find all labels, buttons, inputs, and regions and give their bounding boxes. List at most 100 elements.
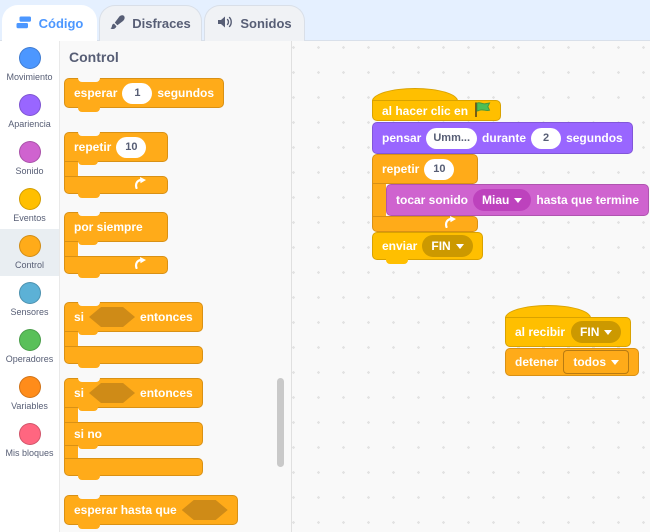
category-dot-movimiento bbox=[18, 47, 41, 69]
block-when-receive[interactable]: al recibir FIN bbox=[505, 305, 632, 347]
tab-sounds[interactable]: Sonidos bbox=[204, 5, 305, 41]
block-label: pensar bbox=[382, 131, 422, 145]
block-label: si no bbox=[74, 427, 103, 441]
block-label: segundos bbox=[157, 86, 215, 100]
receive-dropdown-value: FIN bbox=[580, 325, 600, 339]
category-dot-operadores bbox=[18, 329, 41, 351]
category-label: Sensores bbox=[10, 307, 49, 317]
loop-arrow-icon bbox=[444, 215, 457, 233]
category-dot-variables bbox=[18, 376, 41, 398]
repeat-arm bbox=[372, 216, 478, 232]
block-play-sound-until-done[interactable]: tocar sonido Miau hasta que termine bbox=[386, 184, 650, 216]
think-duration-input[interactable]: 2 bbox=[531, 127, 562, 149]
category-operadores[interactable]: Operadores bbox=[0, 323, 59, 370]
code-blocks-icon bbox=[16, 16, 32, 32]
sound-dropdown-value: Miau bbox=[482, 193, 510, 207]
block-think[interactable]: pensar Umm... durante 2 segundos bbox=[372, 122, 633, 154]
category-control[interactable]: Control bbox=[0, 229, 59, 276]
tab-bar: Código Disfraces Sonidos bbox=[0, 0, 650, 41]
repeat-count-input[interactable]: 10 bbox=[116, 136, 147, 158]
script-canvas[interactable]: al hacer clic en pensar Umm... durante 2… bbox=[292, 41, 650, 532]
category-eventos[interactable]: Eventos bbox=[0, 182, 59, 229]
block-stop[interactable]: detener todos bbox=[505, 348, 640, 376]
palette-header: Control bbox=[69, 49, 119, 65]
think-text-input[interactable]: Umm... bbox=[426, 127, 478, 149]
block-label: si bbox=[74, 386, 85, 400]
category-label: Control bbox=[14, 260, 44, 270]
broadcast-dropdown[interactable]: FIN bbox=[422, 235, 473, 257]
broadcast-dropdown-value: FIN bbox=[431, 239, 451, 253]
repeat-count-input[interactable]: 10 bbox=[424, 158, 455, 180]
block-label: si bbox=[74, 310, 85, 324]
green-flag-icon bbox=[474, 101, 491, 120]
block-label: detener bbox=[515, 355, 559, 369]
category-dot-mis-bloques bbox=[18, 423, 41, 445]
dropdown-caret-icon bbox=[455, 243, 464, 249]
speaker-icon bbox=[217, 15, 233, 32]
category-label: Mis bloques bbox=[5, 448, 54, 458]
category-label: Variables bbox=[11, 401, 48, 411]
receive-dropdown[interactable]: FIN bbox=[571, 321, 622, 343]
category-movimiento[interactable]: Movimiento bbox=[0, 41, 59, 88]
block-label: hasta que termine bbox=[536, 193, 640, 207]
dropdown-caret-icon bbox=[611, 359, 620, 365]
category-sonido[interactable]: Sonido bbox=[0, 135, 59, 182]
block-label: al recibir bbox=[515, 325, 566, 339]
block-repeat[interactable]: repetir 10 bbox=[372, 154, 478, 184]
sound-dropdown[interactable]: Miau bbox=[473, 189, 532, 211]
block-label: entonces bbox=[140, 310, 193, 324]
palette-block-if[interactable]: si entonces bbox=[64, 302, 203, 368]
block-label: durante bbox=[482, 131, 527, 145]
tab-costumes[interactable]: Disfraces bbox=[99, 5, 202, 41]
category-mis-bloques[interactable]: Mis bloques bbox=[0, 417, 59, 464]
category-dot-sensores bbox=[18, 282, 41, 304]
category-dot-eventos bbox=[18, 188, 41, 210]
block-broadcast[interactable]: enviar FIN bbox=[372, 232, 483, 264]
block-label: por siempre bbox=[74, 220, 143, 234]
block-label: esperar hasta que bbox=[74, 503, 177, 517]
category-dot-apariencia bbox=[18, 94, 41, 116]
category-variables[interactable]: Variables bbox=[0, 370, 59, 417]
block-label: tocar sonido bbox=[396, 193, 469, 207]
palette-scrollbar[interactable] bbox=[277, 378, 284, 467]
tab-costumes-label: Disfraces bbox=[132, 16, 191, 31]
paintbrush-icon bbox=[110, 14, 125, 33]
block-label: entonces bbox=[140, 386, 193, 400]
repeat-spine bbox=[372, 184, 386, 216]
block-when-flag-clicked[interactable]: al hacer clic en bbox=[372, 88, 502, 121]
block-palette: Control esperar 1 segundos repetir 10 po… bbox=[60, 41, 292, 532]
category-apariencia[interactable]: Apariencia bbox=[0, 88, 59, 135]
stop-dropdown[interactable]: todos bbox=[563, 350, 630, 374]
palette-block-repeat[interactable]: repetir 10 bbox=[64, 132, 168, 198]
dropdown-caret-icon bbox=[514, 197, 523, 203]
block-label: repetir bbox=[74, 140, 112, 154]
category-label: Sonido bbox=[15, 166, 44, 176]
block-label: al hacer clic en bbox=[382, 103, 469, 118]
palette-block-wait[interactable]: esperar 1 segundos bbox=[64, 78, 225, 112]
boolean-slot[interactable] bbox=[89, 307, 135, 327]
tab-code[interactable]: Código bbox=[2, 5, 97, 41]
block-label: repetir bbox=[382, 162, 420, 176]
boolean-slot[interactable] bbox=[89, 383, 135, 403]
stop-dropdown-value: todos bbox=[573, 355, 607, 369]
category-sidebar: Movimiento Apariencia Sonido Eventos Con… bbox=[0, 41, 60, 532]
dropdown-caret-icon bbox=[604, 329, 613, 335]
tab-code-label: Código bbox=[38, 16, 84, 31]
loop-arrow-icon bbox=[134, 176, 147, 194]
category-sensores[interactable]: Sensores bbox=[0, 276, 59, 323]
block-label: esperar bbox=[74, 86, 118, 100]
loop-arrow-icon bbox=[134, 256, 147, 274]
palette-block-wait-until[interactable]: esperar hasta que bbox=[64, 495, 238, 529]
category-label: Apariencia bbox=[8, 119, 51, 129]
wait-seconds-input[interactable]: 1 bbox=[122, 82, 153, 104]
tab-sounds-label: Sonidos bbox=[240, 16, 292, 31]
category-dot-sonido bbox=[18, 141, 41, 163]
category-label: Eventos bbox=[13, 213, 46, 223]
block-label: segundos bbox=[566, 131, 623, 145]
palette-block-if-else[interactable]: si entonces si no bbox=[64, 378, 203, 480]
boolean-slot[interactable] bbox=[182, 500, 228, 520]
category-dot-control bbox=[18, 235, 41, 257]
palette-block-forever[interactable]: por siempre bbox=[64, 212, 168, 278]
block-label: enviar bbox=[382, 239, 418, 253]
category-label: Operadores bbox=[5, 354, 54, 364]
